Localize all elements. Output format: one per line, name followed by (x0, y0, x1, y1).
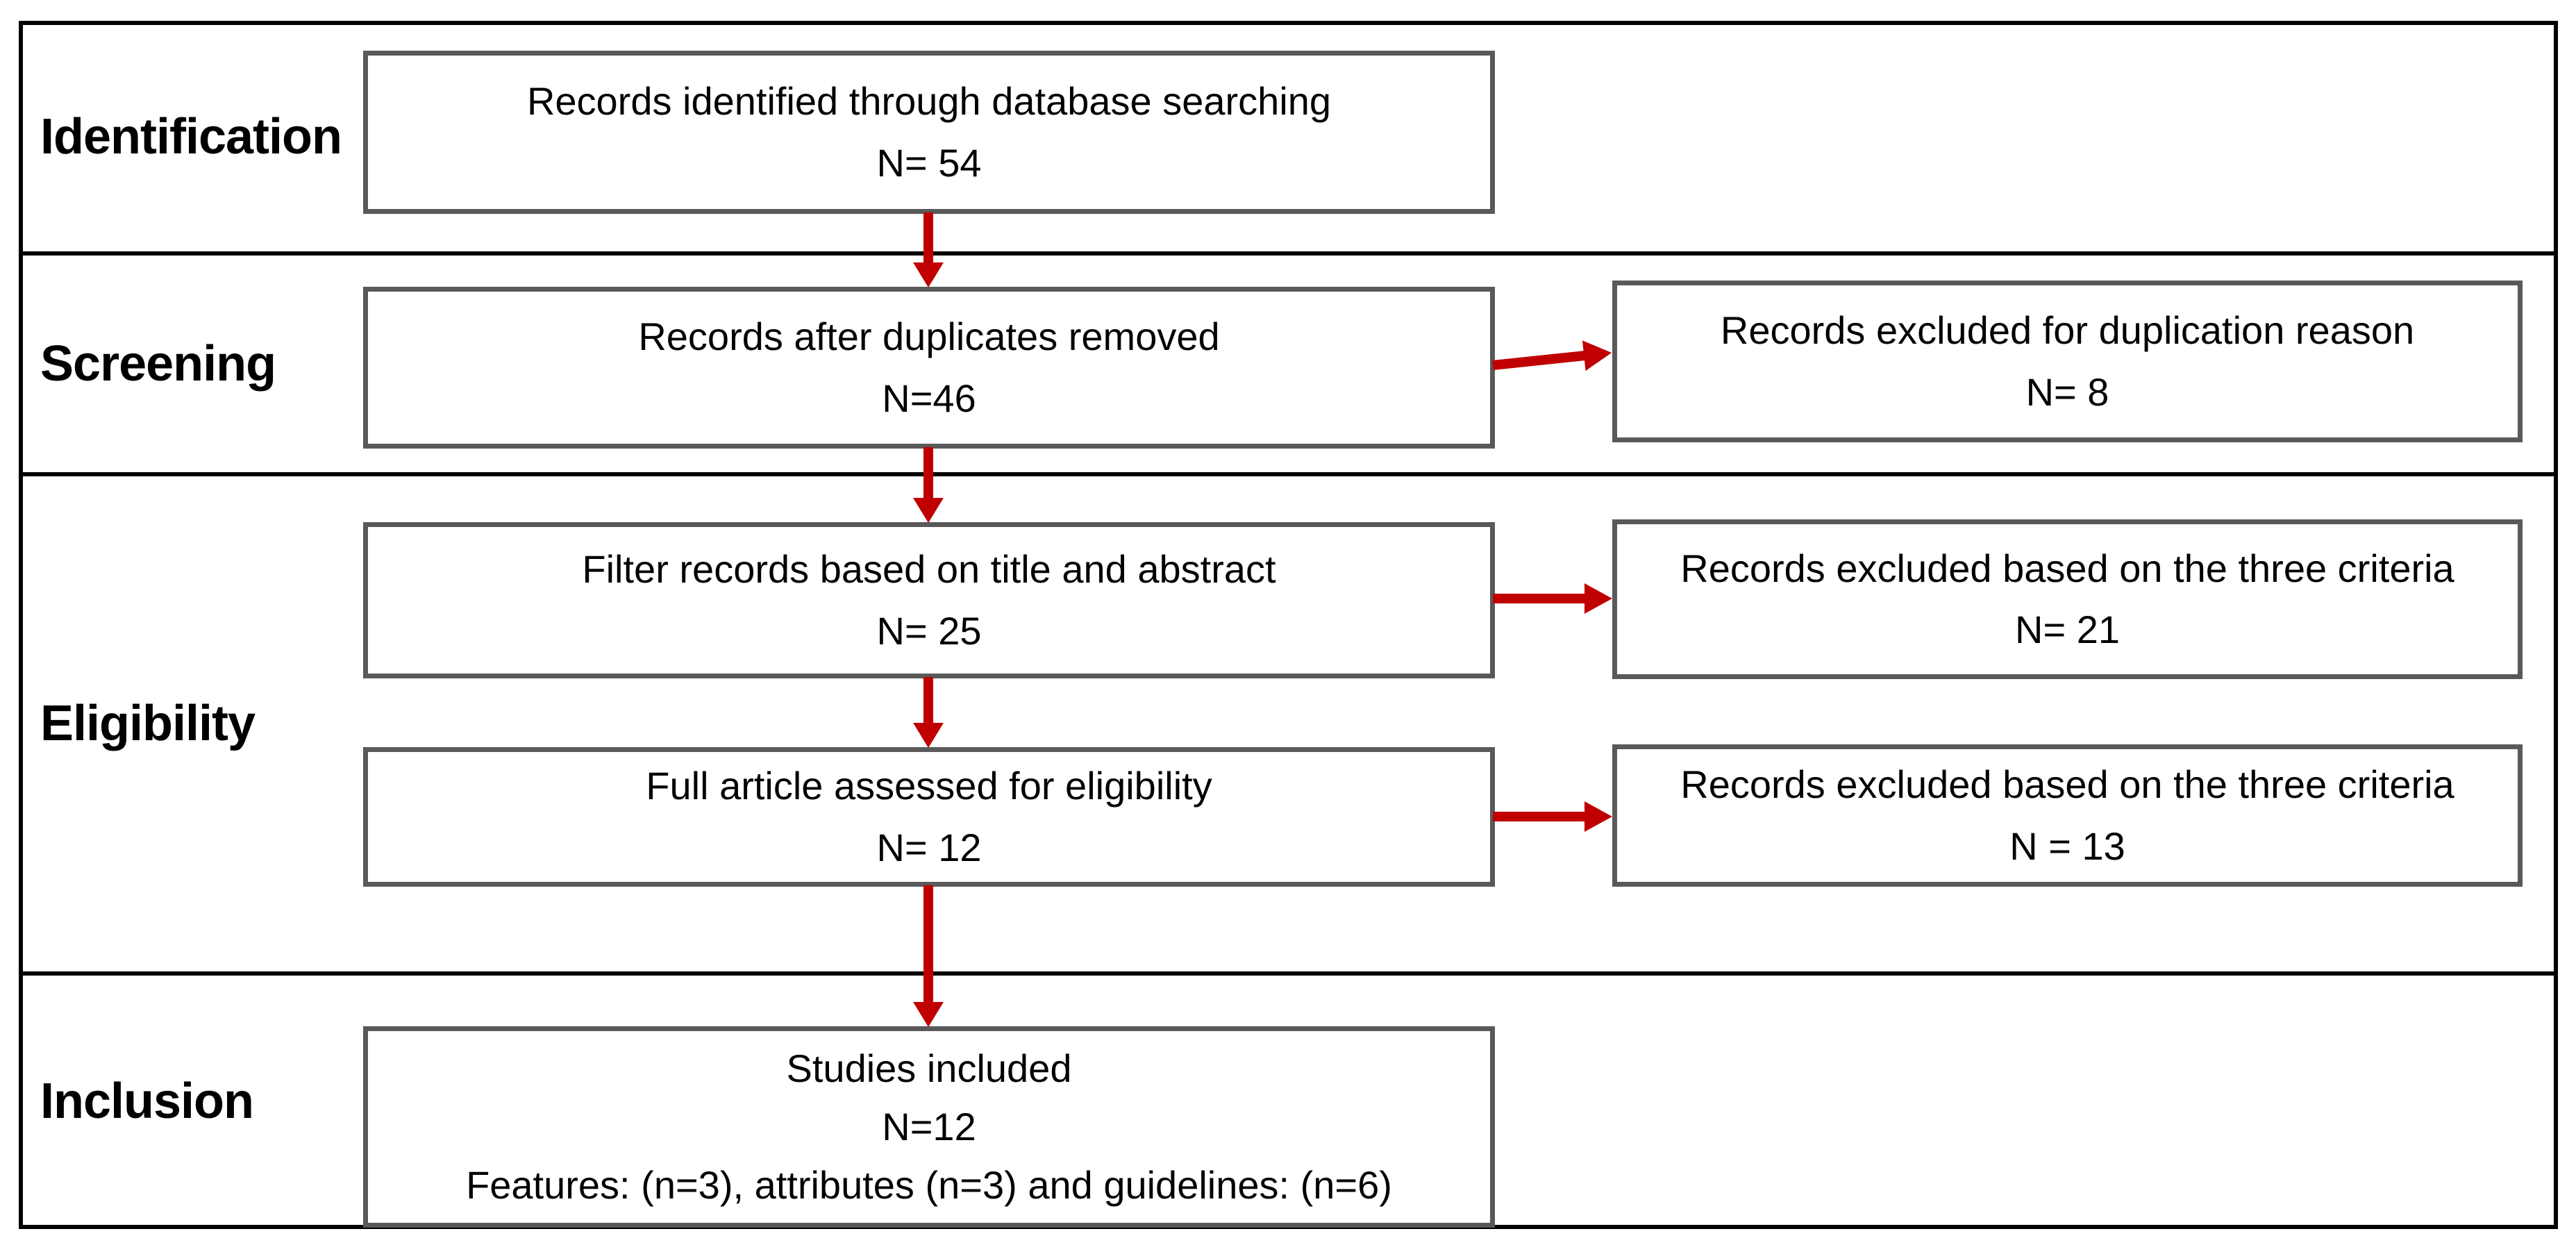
box-line: Records identified through database sear… (526, 79, 1332, 124)
section-label-inclusion: Inclusion (40, 1073, 254, 1129)
section-label-identification: Identification (40, 109, 342, 165)
arrow-head (1582, 337, 1614, 371)
section-divider (19, 971, 2558, 976)
arrow-head (1584, 583, 1612, 614)
flow-box-records-identified: Records identified through database sear… (363, 51, 1495, 214)
exclusion-box-criteria-full-article: Records excluded based on the three crit… (1612, 744, 2523, 887)
arrow-head (913, 723, 944, 748)
box-line: Records excluded based on the three crit… (1680, 762, 2454, 807)
box-count: N= 25 (876, 608, 982, 653)
section-label-screening: Screening (40, 336, 276, 392)
box-line: Records excluded for duplication reason (1720, 308, 2415, 353)
arrow-shaft (923, 447, 933, 499)
box-count: N = 13 (2009, 824, 2125, 868)
down-arrow-icon (913, 677, 944, 748)
box-count: N= 21 (2015, 608, 2120, 651)
exclusion-box-criteria-title-abstract: Records excluded based on the three crit… (1612, 519, 2523, 679)
arrow-shaft (923, 885, 933, 1003)
section-divider (19, 472, 2558, 476)
flow-box-duplicates-removed: Records after duplicates removed N=46 (363, 287, 1495, 449)
box-count: N=12 (882, 1105, 976, 1148)
box-line: Features: (n=3), attributes (n=3) and gu… (466, 1163, 1392, 1207)
box-count: N= 12 (876, 825, 982, 869)
box-count: N= 54 (876, 140, 982, 185)
box-line: Filter records based on title and abstra… (582, 547, 1276, 592)
box-count: N=46 (882, 376, 976, 420)
box-line: Records excluded based on the three crit… (1680, 546, 2454, 590)
box-line: Studies included (786, 1046, 1072, 1090)
box-count: N= 8 (2025, 369, 2109, 414)
arrow-head (913, 498, 944, 523)
down-arrow-icon (913, 447, 944, 523)
flow-box-title-abstract-filter: Filter records based on title and abstra… (363, 522, 1495, 678)
arrow-head (913, 262, 944, 287)
arrow-shaft (923, 212, 933, 264)
box-line: Full article assessed for eligibility (646, 764, 1212, 808)
right-arrow-icon (1493, 583, 1612, 614)
arrow-shaft (1493, 594, 1587, 603)
arrow-head (1584, 801, 1612, 832)
down-arrow-icon (913, 212, 944, 287)
right-arrow-icon (1493, 801, 1612, 832)
box-line: Records after duplicates removed (638, 315, 1220, 359)
arrow-shaft (1493, 812, 1587, 821)
exclusion-box-duplication: Records excluded for duplication reason … (1612, 281, 2523, 442)
section-label-eligibility: Eligibility (40, 696, 256, 751)
flow-box-studies-included: Studies included N=12 Features: (n=3), a… (363, 1026, 1495, 1228)
down-arrow-icon (913, 885, 944, 1027)
flow-box-full-article-assessed: Full article assessed for eligibility N=… (363, 747, 1495, 887)
arrow-shaft (1492, 350, 1587, 370)
section-divider (19, 251, 2558, 256)
arrow-shaft (923, 677, 933, 724)
arrow-head (913, 1002, 944, 1027)
